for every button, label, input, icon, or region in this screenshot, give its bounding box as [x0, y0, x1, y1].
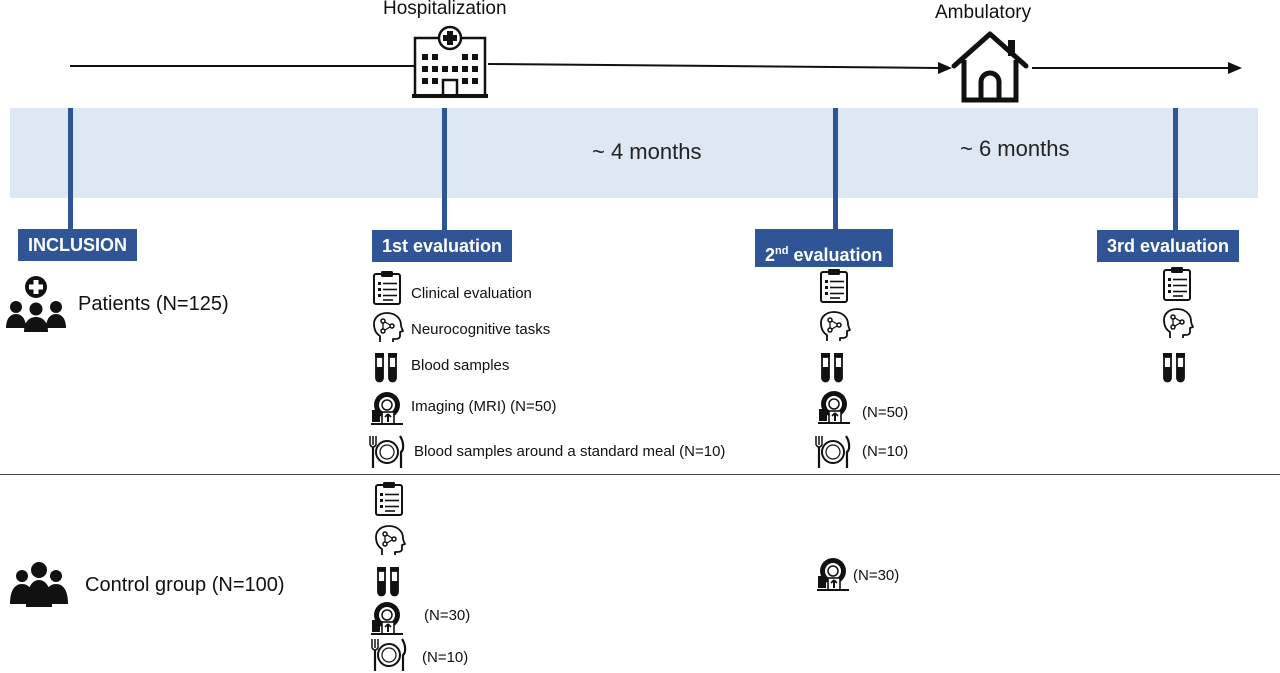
eval2-suffix: nd: [775, 245, 789, 257]
patients-group-icon: [6, 276, 66, 332]
eval2-label: 2nd evaluation: [755, 229, 893, 267]
mri-scanner-icon: [815, 556, 851, 592]
control-group-icon: [10, 562, 68, 607]
plate-cutlery-icon: [367, 434, 405, 470]
period-band: [10, 108, 1258, 198]
head-network-icon: [818, 310, 852, 344]
standard-meal-text: Blood samples around a standard meal (N=…: [414, 443, 726, 460]
eval1-tick: [442, 108, 447, 230]
clipboard-icon: [371, 270, 403, 306]
blood-tubes-icon: [373, 352, 399, 384]
blood-tubes-icon: [375, 566, 401, 598]
eval2-tick: [833, 108, 838, 230]
clipboard-icon: [373, 481, 405, 517]
timeline-arrow: [70, 62, 1242, 74]
eval2-number: 2: [765, 245, 776, 265]
duration-6-months: ~ 6 months: [960, 136, 1070, 161]
hospital-icon: [412, 25, 488, 98]
blood-tubes-icon: [819, 352, 845, 384]
plate-cutlery-icon: [813, 434, 851, 470]
neurocognitive-tasks-text: Neurocognitive tasks: [411, 321, 551, 338]
patients-label: Patients (N=125): [78, 293, 229, 315]
eval3-tick: [1173, 108, 1178, 230]
blood-tubes-icon: [1161, 352, 1187, 384]
clipboard-icon: [1161, 266, 1193, 302]
eval1-label: 1st evaluation: [372, 230, 513, 262]
inclusion-label: INCLUSION: [18, 229, 137, 261]
eval2-text: evaluation: [788, 245, 883, 265]
group-divider: [0, 474, 1280, 475]
imaging-text: Imaging (MRI) (N=50): [411, 398, 557, 415]
duration-4-months: ~ 4 months: [592, 139, 702, 164]
house-icon: [951, 31, 1029, 103]
inclusion-tick: [68, 108, 73, 230]
control-eval1-imaging-count: (N=30): [424, 607, 471, 624]
mri-scanner-icon: [816, 389, 852, 425]
blood-samples-text: Blood samples: [411, 357, 510, 374]
eval2-imaging-count: (N=50): [862, 404, 909, 421]
mri-scanner-icon: [369, 390, 405, 426]
plate-cutlery-icon: [369, 637, 407, 673]
eval3-label: 3rd evaluation: [1097, 230, 1240, 262]
mri-scanner-icon: [369, 600, 405, 636]
head-network-icon: [1161, 307, 1195, 341]
ambulatory-label: Ambulatory: [935, 2, 1032, 23]
clinical-evaluation-text: Clinical evaluation: [411, 285, 532, 302]
control-eval1-meal-count: (N=10): [422, 649, 469, 666]
control-eval2-imaging-count: (N=30): [853, 567, 900, 584]
eval2-meal-count: (N=10): [862, 443, 909, 460]
hospitalization-label: Hospitalization: [383, 0, 507, 19]
clipboard-icon: [818, 268, 850, 304]
head-network-icon: [373, 524, 407, 558]
head-network-icon: [371, 311, 405, 345]
control-group-label: Control group (N=100): [85, 574, 285, 596]
